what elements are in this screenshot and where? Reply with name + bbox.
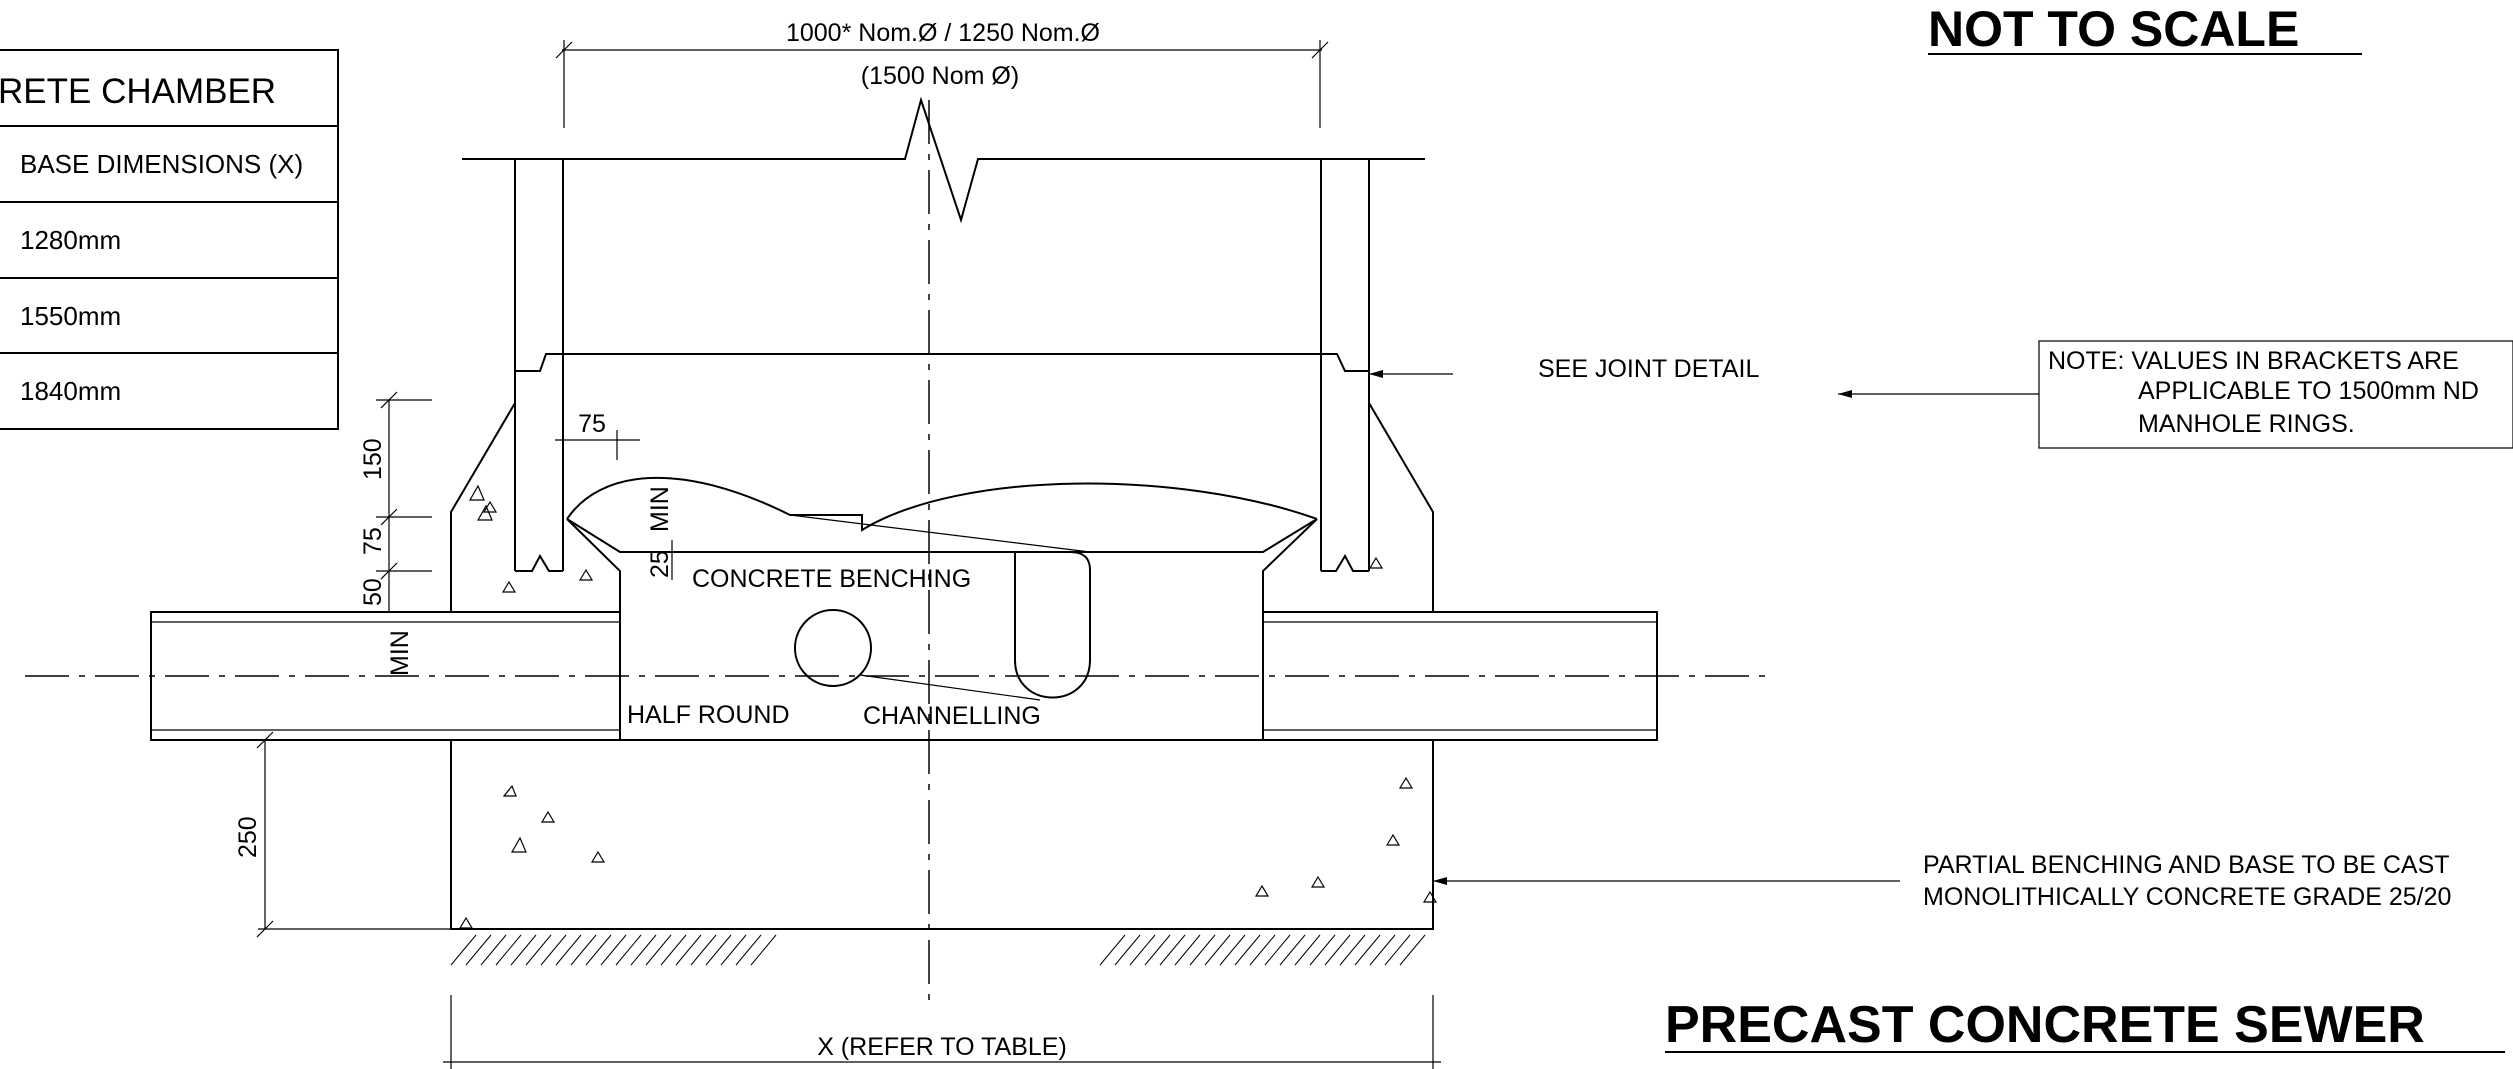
table-header: RETE CHAMBER xyxy=(0,72,276,111)
base-width-label: X (REFER TO TABLE) xyxy=(817,1033,1067,1061)
half-round-label: HALF ROUND xyxy=(627,701,790,729)
left-vertical-dimensions: 150 75 50 MIN xyxy=(359,391,432,676)
dim-25-min-group: MIN 25 xyxy=(646,486,690,580)
dim-50: 50 xyxy=(359,578,387,606)
note-line-3: MANHOLE RINGS. xyxy=(2138,410,2355,438)
ground-hatching xyxy=(450,934,1426,966)
manhole-ring xyxy=(462,96,1425,572)
dim-min-left: MIN xyxy=(386,630,414,676)
see-joint-detail-label: SEE JOINT DETAIL xyxy=(1538,355,1759,383)
dim-min-center: MIN xyxy=(646,486,674,532)
top-diameter-label: 1000* Nom.Ø / 1250 Nom.Ø xyxy=(786,19,1100,47)
dim-25: 25 xyxy=(646,550,674,578)
partial-benching-note: PARTIAL BENCHING AND BASE TO BE CAST MON… xyxy=(1433,851,2451,911)
table-row-2: 1550mm xyxy=(20,301,121,331)
table-column-header: BASE DIMENSIONS (X) xyxy=(20,149,303,179)
base-dimension-table: RETE CHAMBER BASE DIMENSIONS (X) 1280mm … xyxy=(0,49,339,430)
top-diameter-dimension: 1000* Nom.Ø / 1250 Nom.Ø (1500 Nom Ø) xyxy=(555,19,1329,128)
partial-note-line-2: MONOLITHICALLY CONCRETE GRADE 25/20 xyxy=(1923,883,2451,911)
concrete-aggregate-marks xyxy=(458,484,1438,929)
base-width-dimension: X (REFER TO TABLE) xyxy=(443,995,1441,1069)
dim-250-group: 250 xyxy=(234,731,451,938)
note-line-2: APPLICABLE TO 1500mm ND xyxy=(2138,377,2479,405)
concrete-benching-label: CONCRETE BENCHING xyxy=(692,565,971,593)
joint-detail-arrow xyxy=(1369,370,1383,378)
dim-150: 150 xyxy=(359,438,387,480)
dim-250: 250 xyxy=(234,816,262,858)
dim-75-horizontal: 75 xyxy=(578,410,606,438)
dim-75-vertical: 75 xyxy=(359,527,387,555)
not-to-scale-title: NOT TO SCALE xyxy=(1928,1,2299,57)
channelling-label: CHANNELLING xyxy=(863,702,1041,730)
top-diameter-alt-label: (1500 Nom Ø) xyxy=(861,62,1019,90)
note-box: NOTE: VALUES IN BRACKETS ARE APPLICABLE … xyxy=(1838,340,2513,449)
partial-note-line-1: PARTIAL BENCHING AND BASE TO BE CAST xyxy=(1923,851,2450,879)
table-row-3: 1840mm xyxy=(20,376,121,406)
base-surround xyxy=(450,402,1434,930)
dim-75-horizontal-group: 75 xyxy=(555,410,640,460)
table-row-1: 1280mm xyxy=(20,225,121,255)
note-line-1: NOTE: VALUES IN BRACKETS ARE xyxy=(2048,347,2459,375)
main-title: PRECAST CONCRETE SEWER xyxy=(1665,996,2425,1054)
